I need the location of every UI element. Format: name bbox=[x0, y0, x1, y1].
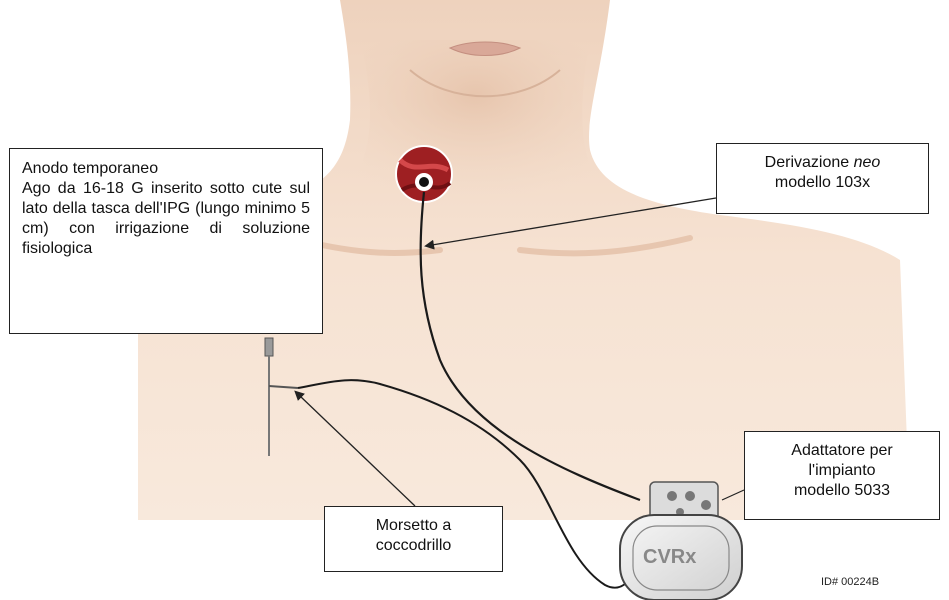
callout-implant-adapter: Adattatore per l'impianto modello 5033 bbox=[744, 431, 940, 520]
callout-temporary-anode: Anodo temporaneo Ago da 16-18 G inserito… bbox=[9, 148, 323, 334]
device-brand-label: CVRx bbox=[643, 546, 696, 568]
neck-shadow bbox=[330, 40, 620, 223]
callout-alligator-clamp: Morsetto a coccodrillo bbox=[324, 506, 503, 572]
adapter-line2: l'impianto bbox=[755, 461, 929, 481]
anode-title: Anodo temporaneo bbox=[22, 159, 310, 179]
clamp-line1: Morsetto a bbox=[335, 516, 492, 536]
lead-line2: modello 103x bbox=[727, 173, 918, 193]
adapter-line3: modello 5033 bbox=[755, 481, 929, 501]
callout-neo-lead: Derivazione neo modello 103x bbox=[716, 143, 929, 214]
lead-line1-italic: neo bbox=[854, 154, 881, 171]
figure-id: ID# 00224B bbox=[821, 576, 879, 588]
lead-line1-prefix: Derivazione bbox=[765, 154, 854, 171]
adapter-line1: Adattatore per bbox=[755, 441, 929, 461]
lead-line1: Derivazione neo bbox=[727, 153, 918, 173]
anode-description: Ago da 16-18 G inserito sotto cute sul l… bbox=[22, 179, 310, 259]
clamp-line2: coccodrillo bbox=[335, 536, 492, 556]
